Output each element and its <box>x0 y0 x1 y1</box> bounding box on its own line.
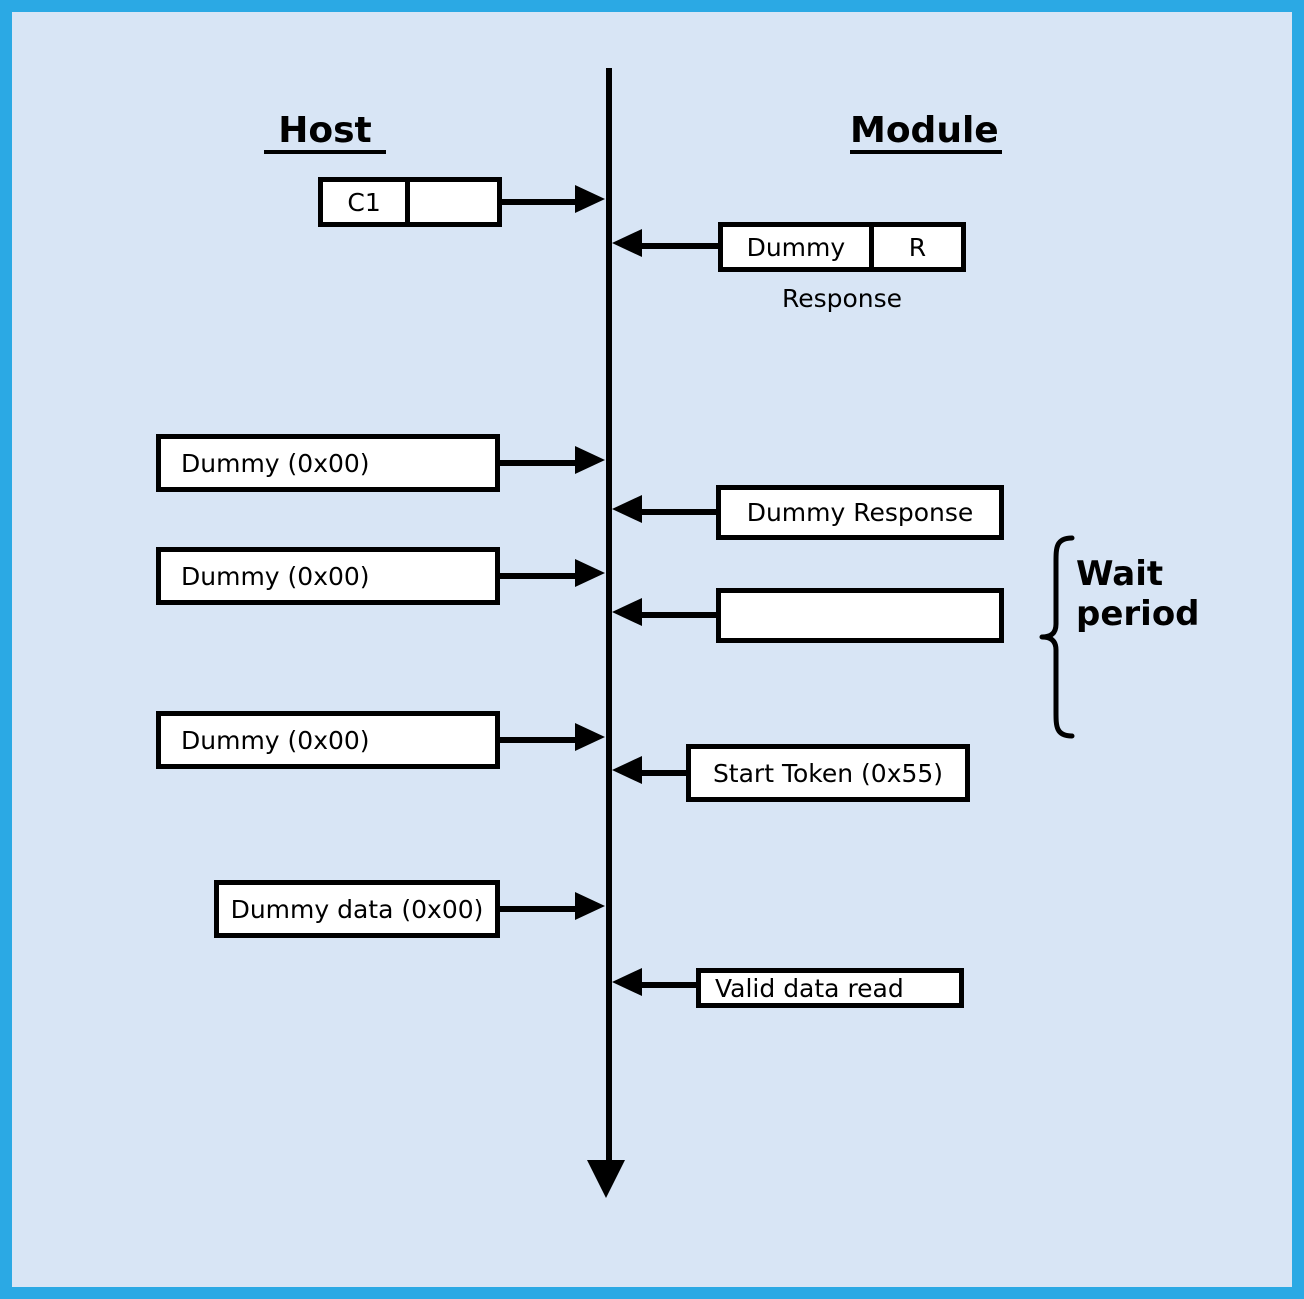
arrow-shaft-dummy-1 <box>500 460 576 466</box>
arrow-head-response-icon <box>612 229 642 257</box>
arrow-shaft-dummy-data <box>500 906 576 912</box>
arrow-head-dummy-2-icon <box>575 559 605 587</box>
arrow-head-dummy-response-icon <box>612 495 642 523</box>
arrow-head-empty-response-icon <box>612 598 642 626</box>
arrow-shaft-empty-response <box>642 612 718 618</box>
command-cell-c1: C1 <box>323 182 411 222</box>
message-box-valid-data[interactable]: Valid data read <box>696 968 964 1008</box>
lane-title-module: Module <box>850 112 1002 154</box>
wait-period-brace-icon <box>1032 532 1080 746</box>
message-box-dummy-2[interactable]: Dummy (0x00) <box>156 547 500 605</box>
timeline-divider <box>606 68 612 1174</box>
message-box-empty-response[interactable] <box>716 588 1004 643</box>
arrow-head-dummy-1-icon <box>575 446 605 474</box>
arrow-head-command-icon <box>575 185 605 213</box>
message-box-response[interactable]: Dummy R <box>718 222 966 272</box>
response-cell-dummy: Dummy <box>723 227 874 267</box>
timeline-arrowhead-icon <box>587 1160 625 1198</box>
arrow-head-dummy-data-icon <box>575 892 605 920</box>
message-box-dummy-response[interactable]: Dummy Response <box>716 485 1004 540</box>
message-box-dummy-3[interactable]: Dummy (0x00) <box>156 711 500 769</box>
arrow-shaft-command <box>502 199 576 205</box>
arrow-head-valid-data-icon <box>612 968 642 996</box>
message-box-dummy-data[interactable]: Dummy data (0x00) <box>214 880 500 938</box>
command-cell-empty <box>410 182 497 222</box>
lane-title-host: Host <box>264 112 386 154</box>
caption-response: Response <box>781 284 903 313</box>
wait-period-label: Wait period <box>1076 554 1200 635</box>
arrow-shaft-dummy-response <box>642 509 718 515</box>
arrow-shaft-start-token <box>642 770 688 776</box>
arrow-shaft-response <box>642 243 720 249</box>
diagram-surface: Host Module C1 Dummy R Response Dummy (0… <box>12 12 1292 1287</box>
response-cell-r: R <box>908 232 927 262</box>
arrow-shaft-dummy-2 <box>500 573 576 579</box>
arrow-shaft-dummy-3 <box>500 737 576 743</box>
message-box-start-token[interactable]: Start Token (0x55) <box>686 744 970 802</box>
message-box-command[interactable]: C1 <box>318 177 502 227</box>
arrow-shaft-valid-data <box>642 982 698 988</box>
arrow-head-dummy-3-icon <box>575 723 605 751</box>
message-box-dummy-1[interactable]: Dummy (0x00) <box>156 434 500 492</box>
wait-period-brace-svg <box>1039 535 1075 739</box>
arrow-head-start-token-icon <box>612 756 642 784</box>
